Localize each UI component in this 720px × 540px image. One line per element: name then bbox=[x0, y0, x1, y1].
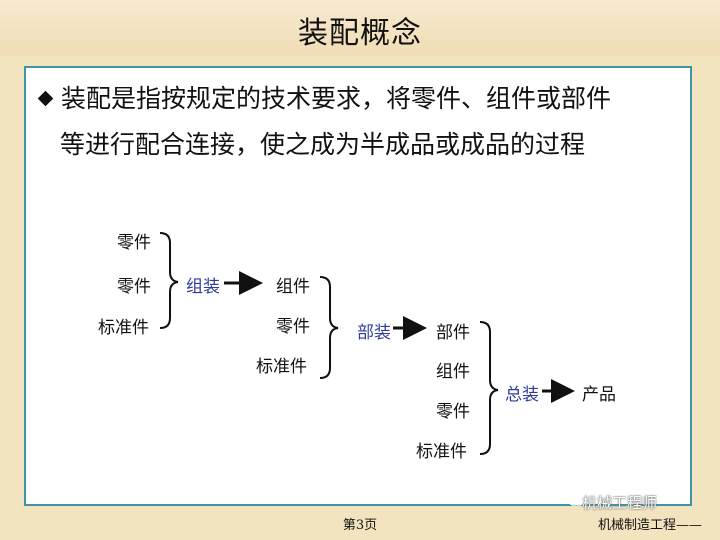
stage1-input-3: 标准件 bbox=[98, 318, 149, 338]
stage3-input-1: 部件 bbox=[436, 323, 470, 343]
definition-line-2: 等进行配合连接，使之成为半成品或成品的过程 bbox=[60, 130, 586, 159]
stage2-operation: 部装 bbox=[357, 323, 391, 343]
diamond-bullet-icon bbox=[37, 90, 54, 107]
title-bar bbox=[0, 0, 720, 56]
footer-brand: 机械制造工程—— bbox=[598, 518, 703, 533]
wechat-logo-icon bbox=[568, 496, 584, 506]
page-number: 第3页 bbox=[342, 518, 378, 533]
page-title: 装配概念 bbox=[298, 16, 422, 51]
stage1-input-1: 零件 bbox=[117, 233, 151, 253]
stage2-input-1: 组件 bbox=[276, 277, 310, 297]
stage3-input-3: 零件 bbox=[436, 402, 470, 422]
stage1-input-2: 零件 bbox=[117, 277, 151, 297]
watermark-text: 机械工程师 bbox=[582, 494, 658, 512]
stage3-input-2: 组件 bbox=[436, 362, 470, 382]
content-panel bbox=[24, 66, 692, 506]
stage3-operation: 总装 bbox=[505, 385, 539, 405]
stage1-operation: 组装 bbox=[186, 277, 220, 297]
stage2-input-2: 零件 bbox=[276, 317, 310, 337]
stage3-input-4: 标准件 bbox=[416, 442, 467, 462]
stage2-input-3: 标准件 bbox=[256, 357, 307, 377]
definition-line-1: 装配是指按规定的技术要求，将零件、组件或部件 bbox=[37, 80, 612, 118]
definition-text-1: 装配是指按规定的技术要求，将零件、组件或部件 bbox=[61, 84, 612, 113]
final-output: 产品 bbox=[582, 385, 616, 405]
